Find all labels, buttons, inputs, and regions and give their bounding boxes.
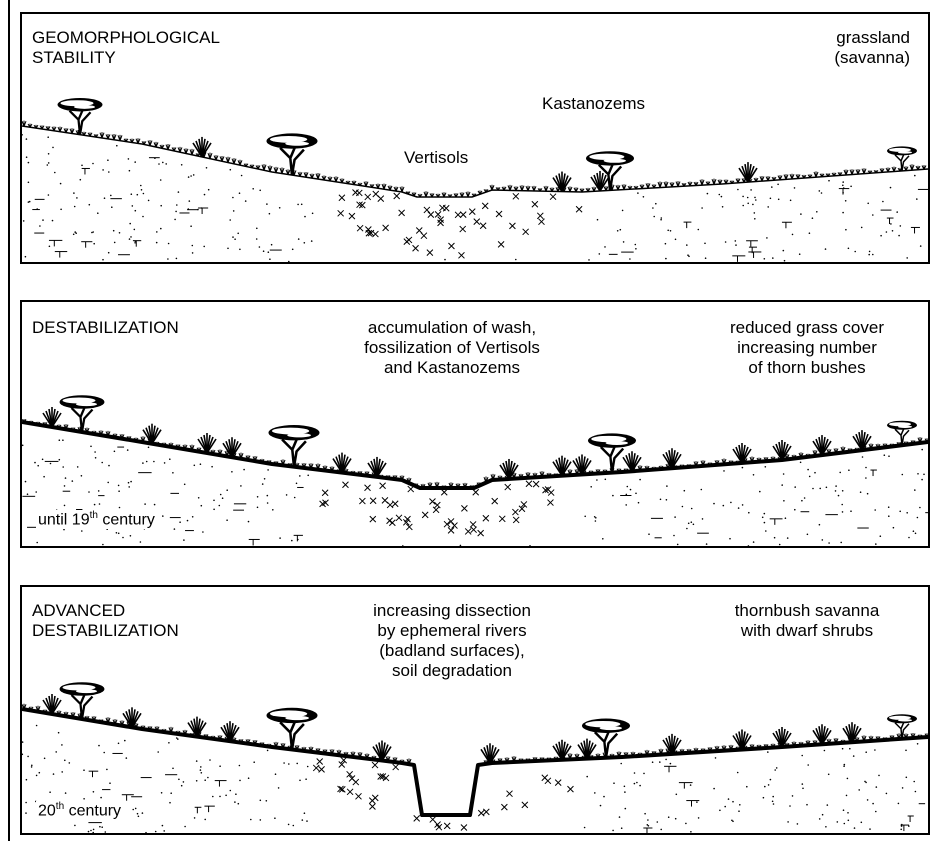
ground-body [22,422,928,546]
acacia-tree-icon [269,425,320,467]
thorn-bush-icon [663,734,681,754]
ground-body [22,709,928,833]
thorn-bush-icon [623,451,641,471]
panel-destabilization: DESTABILIZATION accumulation of wash, fo… [20,300,930,548]
panel-geomorphological-stability: GEOMORPHOLOGICAL STABILITY Kastanozems V… [20,12,930,264]
label-kastanozems: Kastanozems [542,94,645,114]
thorn-bush-icon [368,457,386,477]
label-vertisols: Vertisols [404,148,468,168]
thorn-bush-icon [733,443,751,463]
thorn-bush-icon [853,430,871,450]
label-accumulation-of-wash: accumulation of wash, fossilization of V… [312,318,592,378]
panel-title: DESTABILIZATION [32,318,179,338]
outer-frame-left [8,0,10,841]
ground-body [22,126,928,262]
thorn-bush-icon [333,453,351,473]
panel-title: ADVANCED DESTABILIZATION [32,601,179,641]
thorn-bush-icon [481,743,499,763]
era-label-until-19th-century: until 19th century [36,510,157,529]
label-reduced-grass-cover: reduced grass cover increasing number of… [702,318,912,378]
thorn-bush-icon [553,456,571,476]
panel-advanced-destabilization: ADVANCED DESTABILIZATION increasing diss… [20,585,930,835]
label-increasing-dissection: increasing dissection by ephemeral river… [322,601,582,681]
acacia-tree-icon [586,151,634,190]
panel-title: GEOMORPHOLOGICAL STABILITY [32,28,220,68]
thorn-bush-icon [733,730,751,750]
thorn-bush-icon [663,448,681,468]
era-label-20th-century: 20th century [36,801,123,820]
label-grassland-savanna: grassland (savanna) [834,28,910,68]
label-thornbush-savanna: thornbush savanna with dwarf shrubs [702,601,912,641]
